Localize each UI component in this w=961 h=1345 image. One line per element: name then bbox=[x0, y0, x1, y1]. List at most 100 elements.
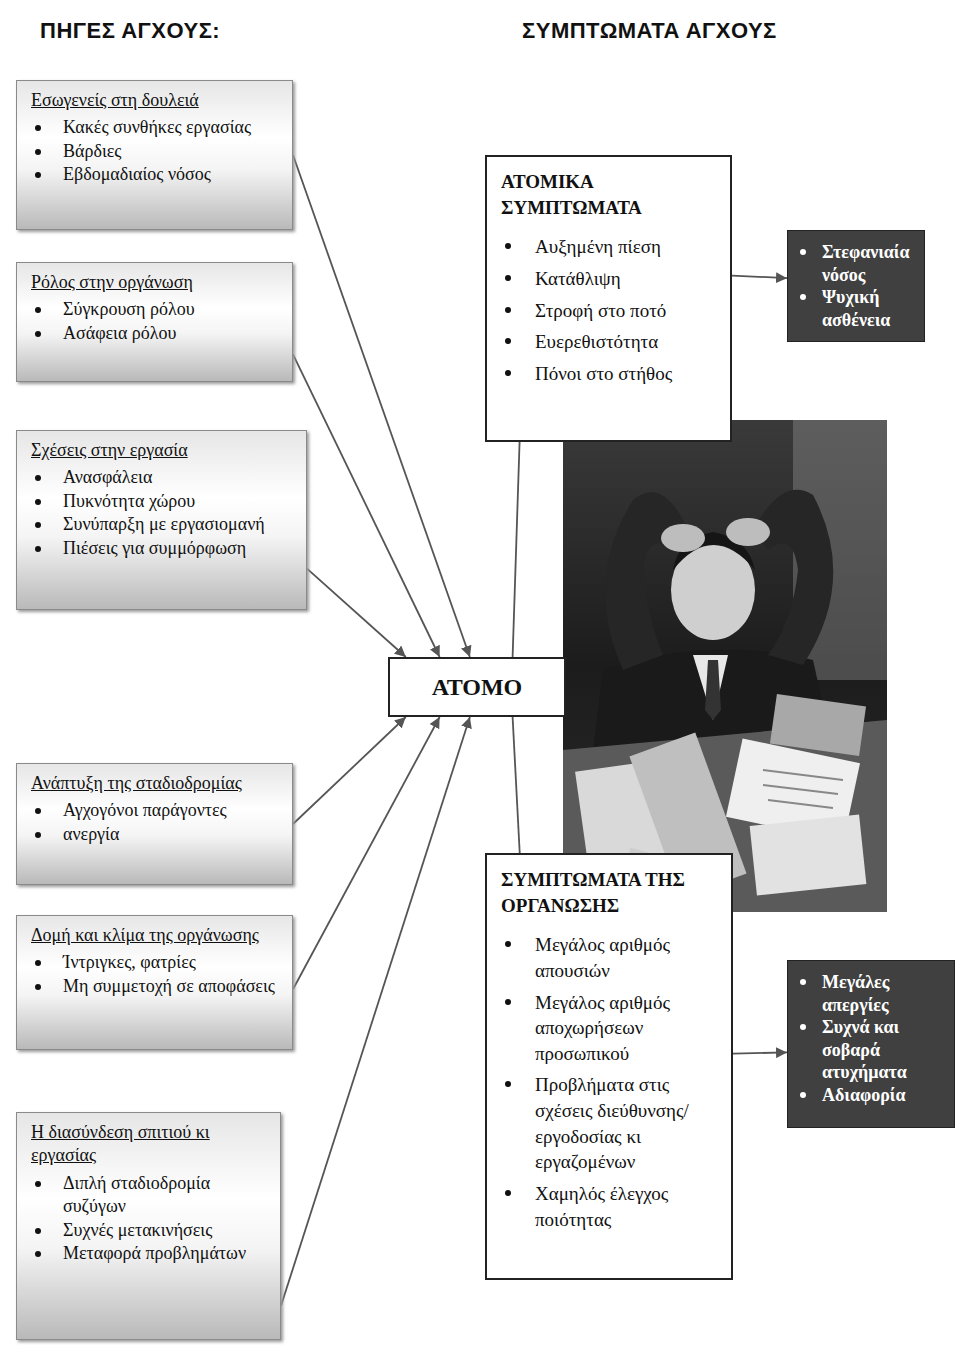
connector-arrow bbox=[732, 276, 787, 279]
box-heading-wrap: Εσωγενείς στη δουλειά bbox=[31, 89, 282, 112]
bullet-text: Μεγάλες απεργίες bbox=[822, 971, 946, 1016]
photo-illustration bbox=[563, 420, 887, 912]
bullet-dot bbox=[35, 125, 41, 131]
bullet-text: Πόνοι στο στήθος bbox=[535, 361, 672, 387]
outcome-box: Μεγάλες απεργίεςΣυχνά και σοβαρά ατυχήμα… bbox=[787, 960, 955, 1128]
bullet-dot bbox=[35, 808, 41, 814]
bullet-dot bbox=[800, 1024, 806, 1030]
bullet-row: Στεφανιαία νόσος bbox=[796, 241, 916, 286]
bullet-text: Κακές συνθήκες εργασίας bbox=[63, 116, 251, 139]
bullet-dot bbox=[35, 960, 41, 966]
box-heading: Δομή και κλίμα της οργάνωσης bbox=[31, 924, 282, 947]
source-box: Εσωγενείς στη δουλειάΚακές συνθήκες εργα… bbox=[16, 80, 293, 230]
bullet-dot bbox=[35, 1251, 41, 1257]
bullet-dot bbox=[35, 149, 41, 155]
bullet-row: Συνύπαρξη με εργασιομανή bbox=[31, 513, 296, 536]
bullet-row: Πιέσεις για συμμόρφωση bbox=[31, 537, 296, 560]
connector-arrow bbox=[293, 155, 470, 657]
photo-background bbox=[563, 420, 887, 912]
bullet-row: Κατάθλιψη bbox=[501, 266, 716, 292]
right-arm bbox=[753, 490, 833, 665]
bullet-text: Αδιαφορία bbox=[822, 1084, 905, 1107]
bullet-dot bbox=[505, 338, 511, 344]
paper-stack bbox=[770, 694, 866, 756]
bullet-dot bbox=[800, 1092, 806, 1098]
bullet-text: Χαμηλός έλεγχος ποιότητας bbox=[535, 1181, 717, 1232]
bullet-row: Εβδομαδιαίος νόσος bbox=[31, 163, 282, 186]
bullet-text: Διπλή σταδιοδρομία συζύγων bbox=[63, 1172, 270, 1219]
bullet-dot bbox=[800, 249, 806, 255]
bullet-dot bbox=[35, 546, 41, 552]
paper-lines bbox=[763, 770, 843, 808]
bullet-dot bbox=[35, 475, 41, 481]
shirt bbox=[693, 655, 728, 720]
section-heading: ΣΥΜΠΤΩΜΑΤΑ ΑΓΧΟΥΣ bbox=[522, 18, 777, 44]
bullet-text: Στροφή στο ποτό bbox=[535, 298, 666, 324]
source-box: Δομή και κλίμα της οργάνωσηςΊντριγκες, φ… bbox=[16, 915, 293, 1050]
box-heading: Εσωγενείς στη δουλειά bbox=[31, 89, 282, 112]
bullet-row: Ψυχική ασθένεια bbox=[796, 286, 916, 331]
bullet-text: Προβλήματα στις σχέσεις διεύθυνσης/ εργο… bbox=[535, 1072, 717, 1175]
box-heading-wrap: Ανάπτυξη της σταδιοδρομίας bbox=[31, 772, 282, 795]
connector-arrow bbox=[281, 717, 470, 1306]
bullet-row: Συχνά και σοβαρά ατυχήματα bbox=[796, 1016, 946, 1084]
bullet-row: Ασάφεια ρόλου bbox=[31, 322, 282, 345]
source-box: Σχέσεις στην εργασίαΑνασφάλειαΠυκνότητα … bbox=[16, 430, 307, 610]
bullet-text: Στεφανιαία νόσος bbox=[822, 241, 916, 286]
bullet-row: ανεργία bbox=[31, 823, 282, 846]
bullet-row: Αδιαφορία bbox=[796, 1084, 946, 1107]
paper-sheet bbox=[750, 814, 867, 895]
section-heading: ΠΗΓΕΣ ΑΓΧΟΥΣ: bbox=[40, 18, 220, 44]
connector-arrow bbox=[733, 1052, 787, 1053]
box-heading-wrap: Ρόλος στην οργάνωση bbox=[31, 271, 282, 294]
bullet-text: Πυκνότητα χώρου bbox=[63, 490, 195, 513]
bullet-text: ανεργία bbox=[63, 823, 119, 846]
box-heading: Η διασύνδεση σπιτιού κι εργασίας bbox=[31, 1121, 270, 1168]
symptom-box: ΑΤΟΜΙΚΑ ΣΥΜΠΤΩΜΑΤΑΑυξημένη πίεσηΚατάθλιψ… bbox=[485, 155, 732, 442]
bullet-text: Εβδομαδιαίος νόσος bbox=[63, 163, 211, 186]
center-box: ΑΤΟΜΟ bbox=[388, 657, 566, 717]
bullet-row: Βάρδιες bbox=[31, 140, 282, 163]
left-hand bbox=[661, 524, 705, 552]
bullet-text: Σύγκρουση ρόλου bbox=[63, 298, 195, 321]
bullet-dot bbox=[505, 1190, 511, 1196]
bullet-dot bbox=[505, 307, 511, 313]
bullet-text: Κατάθλιψη bbox=[535, 266, 621, 292]
right-hand bbox=[726, 518, 770, 546]
connector-arrow bbox=[513, 442, 520, 657]
bullet-text: Ευερεθιστότητα bbox=[535, 329, 658, 355]
bullet-row: Συχνές μετακινήσεις bbox=[31, 1219, 270, 1242]
bullet-row: Μεταφορά προβλημάτων bbox=[31, 1242, 270, 1265]
bullet-row: Πόνοι στο στήθος bbox=[501, 361, 716, 387]
bullet-row: Μεγάλες απεργίες bbox=[796, 971, 946, 1016]
bullet-row: Σύγκρουση ρόλου bbox=[31, 298, 282, 321]
bullet-text: Βάρδιες bbox=[63, 140, 121, 163]
bullet-dot bbox=[35, 1181, 41, 1187]
bullet-dot bbox=[505, 941, 511, 947]
outcome-box: Στεφανιαία νόσοςΨυχική ασθένεια bbox=[787, 230, 925, 342]
bullet-dot bbox=[35, 1228, 41, 1234]
source-box: Ρόλος στην οργάνωσηΣύγκρουση ρόλουΑσάφει… bbox=[16, 262, 293, 382]
bullet-text: Συχνές μετακινήσεις bbox=[63, 1219, 212, 1242]
bullet-text: Ανασφάλεια bbox=[63, 466, 152, 489]
box-heading-wrap: ΑΤΟΜΟ bbox=[432, 674, 523, 701]
bullet-dot bbox=[505, 275, 511, 281]
bullet-row: Μεγάλος αριθμός αποχωρήσεων προσωπικού bbox=[501, 990, 717, 1067]
bullet-text: Μεγάλος αριθμός απουσιών bbox=[535, 932, 717, 983]
bullet-dot bbox=[35, 331, 41, 337]
bullet-row: Διπλή σταδιοδρομία συζύγων bbox=[31, 1172, 270, 1219]
bullet-text: Ψυχική ασθένεια bbox=[822, 286, 916, 331]
bullet-row: Πυκνότητα χώρου bbox=[31, 490, 296, 513]
bullet-text: Μη συμμετοχή σε αποφάσεις bbox=[63, 975, 275, 998]
source-box: Η διασύνδεση σπιτιού κι εργασίαςΔιπλή στ… bbox=[16, 1112, 281, 1340]
box-heading-wrap: Δομή και κλίμα της οργάνωσης bbox=[31, 924, 282, 947]
symptom-box: ΣΥΜΠΤΩΜΑΤΑ ΤΗΣ ΟΡΓΑΝΩΣΗΣΜεγάλος αριθμός … bbox=[485, 853, 733, 1280]
bullet-dot bbox=[35, 307, 41, 313]
tie bbox=[705, 660, 721, 720]
bullet-text: Μεγάλος αριθμός αποχωρήσεων προσωπικού bbox=[535, 990, 717, 1067]
box-heading-wrap: Η διασύνδεση σπιτιού κι εργασίας bbox=[31, 1121, 270, 1168]
bullet-text: Ίντριγκες, φατρίες bbox=[63, 951, 196, 974]
bullet-dot bbox=[35, 499, 41, 505]
bullet-row: Αυξημένη πίεση bbox=[501, 234, 716, 260]
